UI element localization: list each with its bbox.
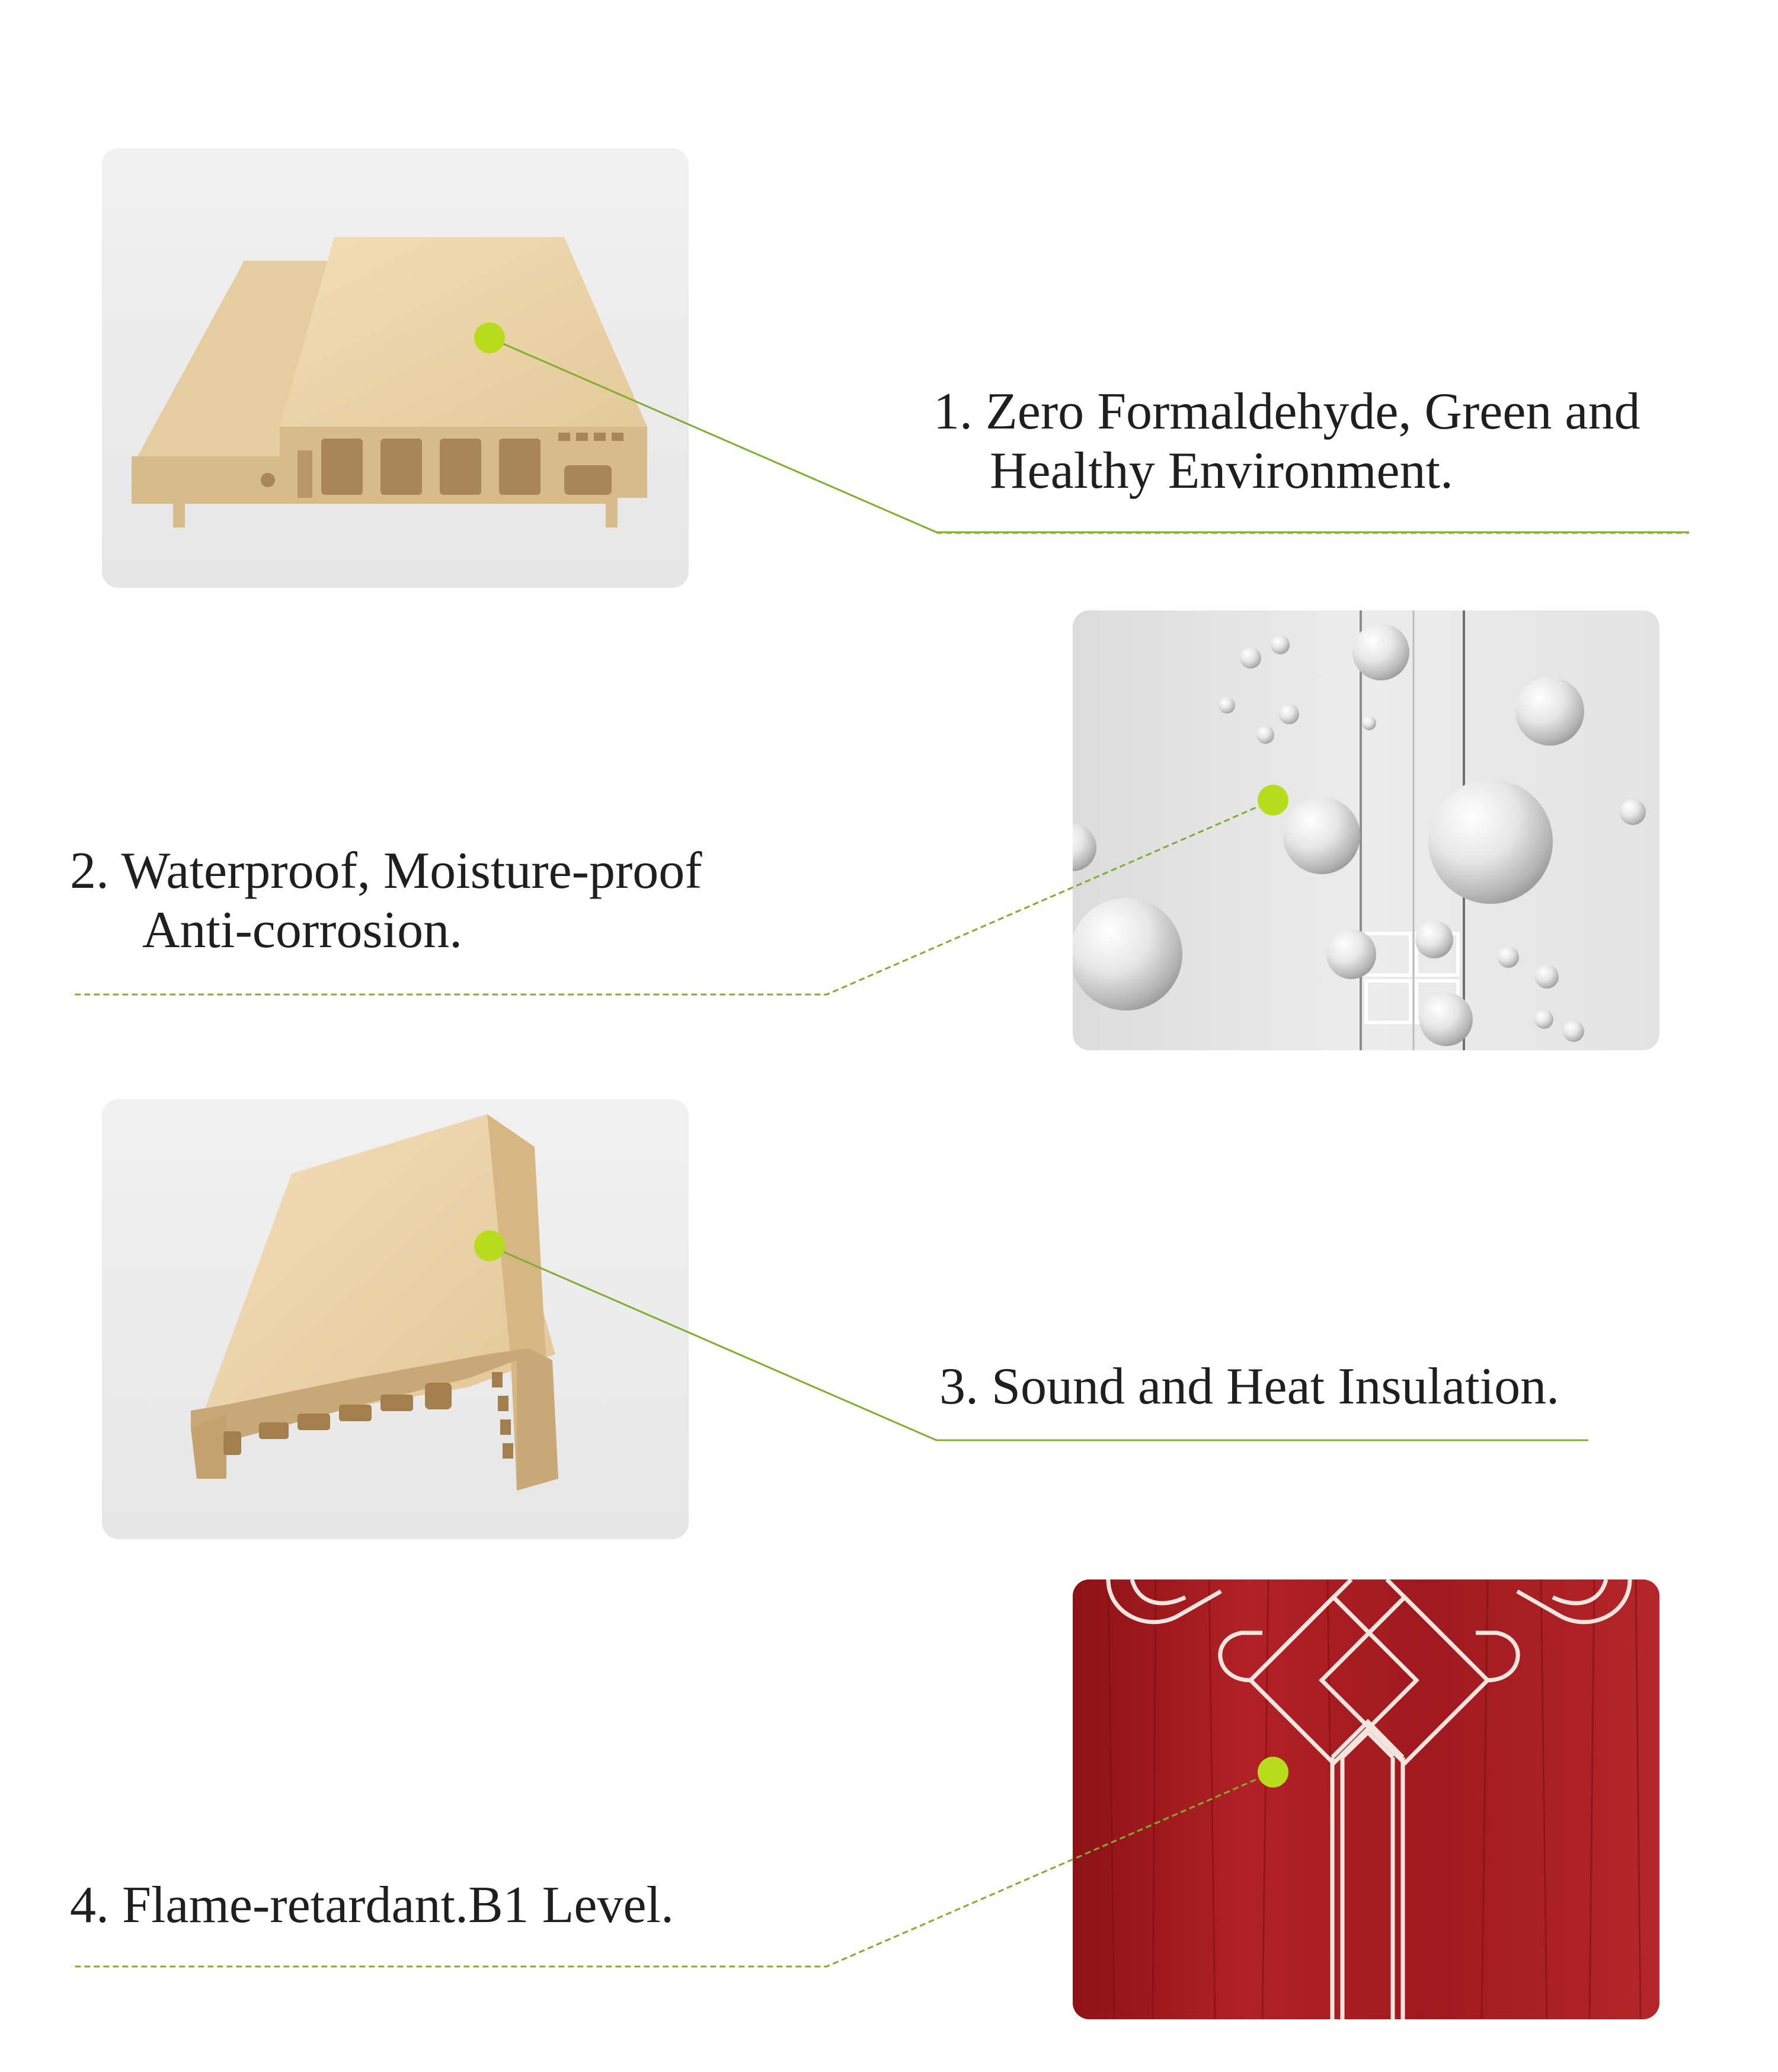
feature-2-line2: Anti-corrosion. bbox=[142, 901, 463, 959]
feature-4-number: 4. bbox=[70, 1876, 109, 1934]
feature-1-number: 1. bbox=[933, 383, 973, 440]
product-image-frame-profile bbox=[102, 148, 689, 588]
feature-1-line2: Healthy Environment. bbox=[990, 442, 1454, 500]
product-image-waterproof-surface bbox=[1073, 610, 1659, 1050]
feature-3: 3. Sound and Heat Insulation. bbox=[939, 1357, 1559, 1416]
feature-4-line1: Flame-retardant.B1 Level. bbox=[122, 1876, 674, 1934]
product-image-insulation-profile bbox=[102, 1099, 689, 1539]
feature-3-number: 3. bbox=[939, 1358, 978, 1415]
marker-dot-2 bbox=[1258, 785, 1288, 816]
leader-line-2 bbox=[71, 799, 1274, 996]
marker-dot-4 bbox=[1258, 1757, 1288, 1788]
product-image-flame-retardant-door bbox=[1073, 1579, 1659, 2019]
feature-2: 2. Waterproof, Moisture-proof Anti-corro… bbox=[70, 842, 702, 960]
feature-3-line1: Sound and Heat Insulation. bbox=[992, 1358, 1560, 1415]
marker-dot-3 bbox=[474, 1230, 505, 1261]
feature-2-line1: Waterproof, Moisture-proof bbox=[121, 842, 702, 900]
leader-line-1 bbox=[489, 337, 1689, 533]
feature-1: 1. Zero Formaldehyde, Green and Healthy … bbox=[933, 382, 1640, 501]
leader-line-3 bbox=[489, 1245, 1588, 1441]
leader-line-4 bbox=[71, 1771, 1274, 1968]
feature-1-line1: Zero Formaldehyde, Green and bbox=[986, 383, 1641, 440]
marker-dot-1 bbox=[474, 322, 505, 353]
feature-2-number: 2. bbox=[70, 842, 109, 900]
feature-4: 4. Flame-retardant.B1 Level. bbox=[70, 1876, 674, 1935]
